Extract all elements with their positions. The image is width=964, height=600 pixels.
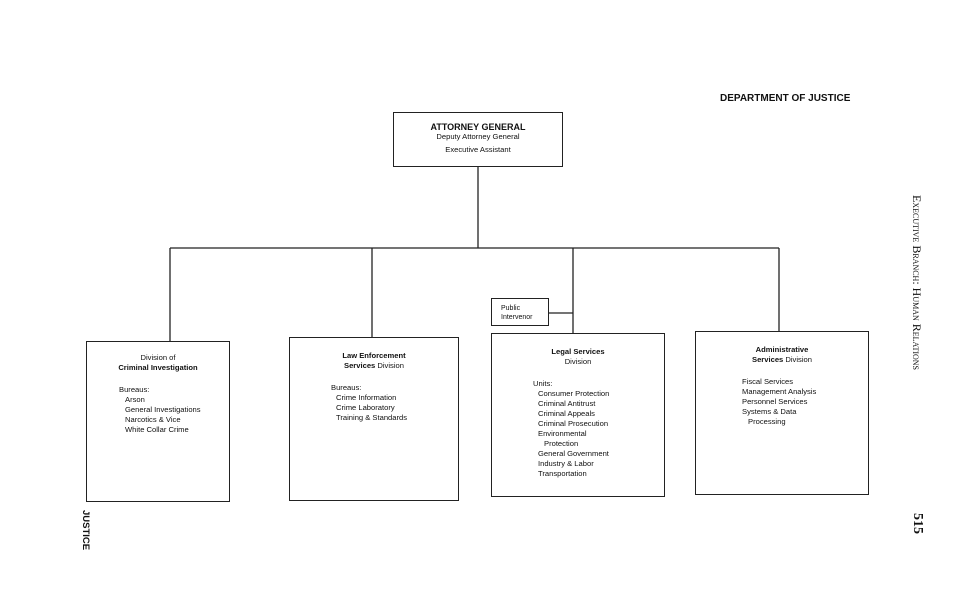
list-item: Criminal Prosecution — [538, 419, 609, 428]
list-item: Management Analysis — [742, 387, 817, 396]
division-title: Administrative — [755, 345, 809, 354]
list-item: Personnel Services — [742, 397, 808, 406]
list-item: Criminal Appeals — [538, 409, 595, 418]
list-item: Transportation — [538, 469, 587, 478]
page-number: 515 — [910, 513, 925, 534]
list-item: Protection — [544, 439, 579, 448]
division-legal-services: Legal Services Division Units: Consumer … — [491, 333, 665, 497]
division-title: Legal Services — [551, 347, 605, 356]
list-item: Arson — [125, 395, 145, 404]
division-title: Division — [785, 355, 812, 364]
public-intervenor-box: Public Intervenor — [491, 298, 549, 326]
division-title: Law Enforcement — [342, 351, 406, 360]
department-header: DEPARTMENT OF JUSTICE — [720, 93, 851, 104]
division-title: Criminal Investigation — [118, 363, 198, 372]
attorney-general-box: ATTORNEY GENERAL Deputy Attorney General… — [393, 112, 563, 167]
division-title: Division — [377, 361, 404, 370]
division-law-enforcement: Law Enforcement Services Division Bureau… — [289, 337, 459, 501]
executive-assistant: Executive Assistant — [445, 145, 511, 154]
list-item: Crime Information — [336, 393, 397, 402]
list-item: Fiscal Services — [742, 377, 794, 386]
division-title: Services — [752, 355, 784, 364]
list-item: Systems & Data — [742, 407, 797, 416]
list-item: General Investigations — [125, 405, 201, 414]
division-title: Services — [344, 361, 376, 370]
division-criminal-investigation: Division of Criminal Investigation Burea… — [86, 341, 230, 502]
list-item: General Government — [538, 449, 609, 458]
list-item: Processing — [748, 417, 786, 426]
list-item: Crime Laboratory — [336, 403, 395, 412]
list-label: Bureaus: — [119, 385, 150, 394]
list-item: White Collar Crime — [125, 425, 189, 434]
list-item: Criminal Antitrust — [538, 399, 596, 408]
list-item: Training & Standards — [336, 413, 408, 422]
list-item: Environmental — [538, 429, 587, 438]
division-title: Division of — [140, 353, 176, 362]
list-item: Industry & Labor — [538, 459, 594, 468]
public-intervenor-line1: Public — [501, 305, 521, 312]
attorney-general-title: ATTORNEY GENERAL — [430, 122, 526, 132]
list-item: Consumer Protection — [538, 389, 610, 398]
list-label: Bureaus: — [331, 383, 362, 392]
division-title: Division — [564, 357, 592, 366]
footer-tab: JUSTICE — [80, 510, 91, 551]
deputy-attorney-general: Deputy Attorney General — [436, 132, 520, 141]
list-label: Units: — [533, 379, 553, 388]
list-item: Narcotics & Vice — [125, 415, 181, 424]
public-intervenor-line2: Intervenor — [501, 314, 533, 321]
side-title: Executive Branch: Human Relations — [910, 195, 924, 370]
division-administrative-services: Administrative Services Division Fiscal … — [695, 331, 869, 495]
